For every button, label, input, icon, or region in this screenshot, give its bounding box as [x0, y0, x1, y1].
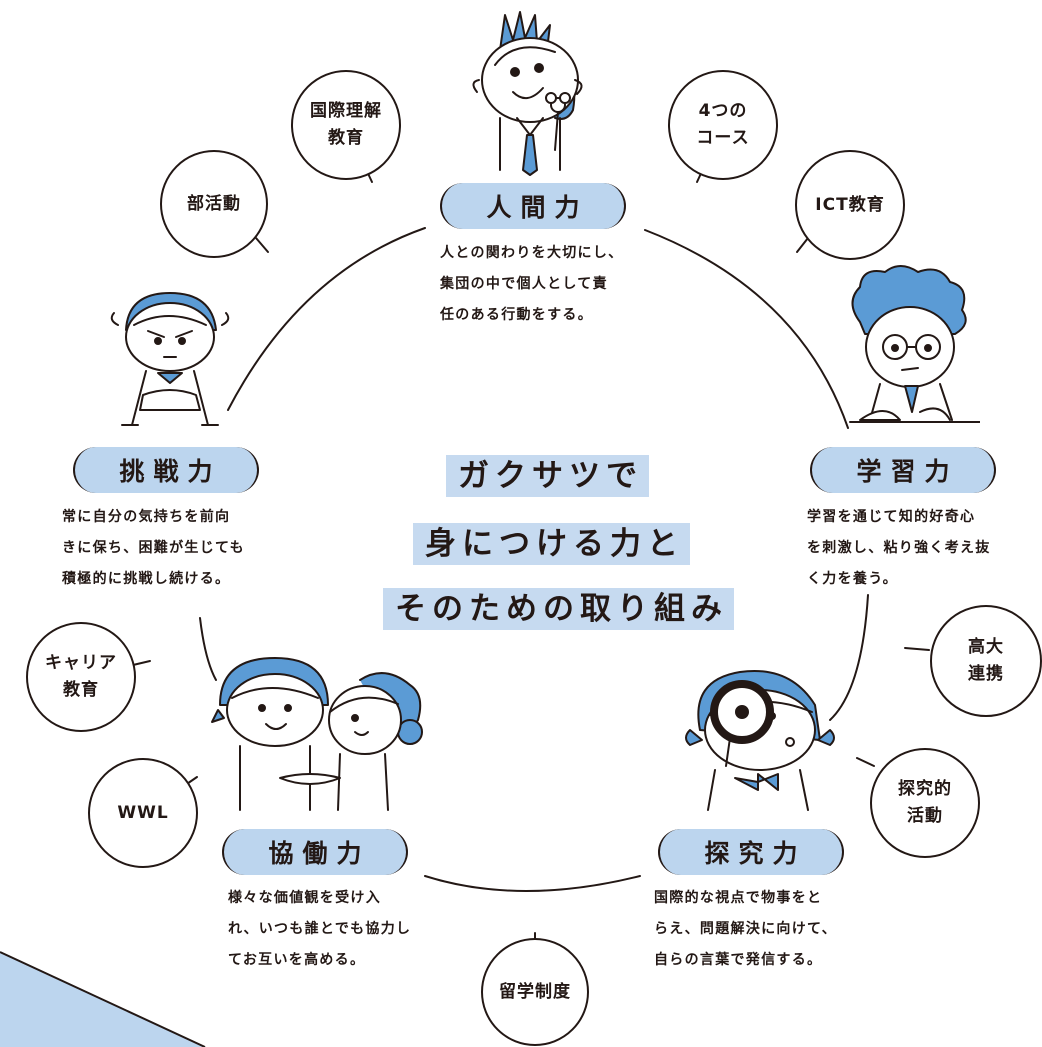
ring-arc-top-right — [644, 229, 849, 429]
competency-badge-ningen: 人間力 — [440, 183, 626, 229]
competency-desc-ningen: 人との関わりを大切にし、 集団の中で個人として責 任のある行動をする。 — [440, 245, 624, 323]
corner-decoration-edge — [0, 951, 206, 1047]
competency-desc-chosen: 常に自分の気持ちを前向 きに保ち、困難が生じても 積極的に挑戦し続ける。 — [62, 509, 245, 587]
initiative-bubble-career: キャリア 教育 — [26, 622, 136, 732]
connector-kodai — [904, 647, 930, 651]
competency-badge-chosen: 挑戦力 — [73, 447, 259, 493]
connector-ict — [796, 237, 809, 253]
connector-career — [132, 660, 151, 666]
competency-label-chosen: 挑戦力 — [119, 457, 222, 486]
boy-flower-illustration — [472, 11, 583, 176]
center-title-line-2: 身につける力と — [413, 523, 690, 565]
competency-desc-gakushu: 学習を通じて知的好奇心 を刺激し、粘り強く考え抜 く力を養う。 — [807, 509, 991, 587]
competency-label-tankyu: 探究力 — [704, 839, 807, 868]
ring-arc-left — [199, 617, 217, 681]
center-title-line-3: そのための取り組み — [383, 588, 734, 630]
ring-arc-right — [829, 594, 869, 721]
ring-arc-bottom — [424, 875, 641, 892]
girl-magnifier-illustration — [685, 670, 835, 811]
competency-label-ningen: 人間力 — [486, 193, 589, 222]
competency-badge-kyodo: 協働力 — [222, 829, 408, 875]
competency-label-gakushu: 学習力 — [856, 457, 959, 486]
initiative-bubble-kodai: 高大 連携 — [930, 605, 1042, 717]
boy-studying-illustration — [849, 265, 980, 423]
girl-crouching-illustration — [110, 292, 230, 426]
initiative-bubble-ict: ICT教育 — [795, 150, 905, 260]
initiative-bubble-tankyu-katsudo: 探究的 活動 — [870, 748, 980, 858]
connector-tankyu-katsudo — [856, 757, 875, 767]
initiative-bubble-course: 4つの コース — [668, 70, 778, 180]
center-title-line-1: ガクサツで — [446, 455, 649, 497]
ring-arc-top-left — [227, 227, 426, 411]
initiative-bubble-wwl: WWL — [88, 758, 198, 868]
connector-bukatsu — [255, 237, 269, 253]
initiative-bubble-ryugaku: 留学制度 — [481, 938, 589, 1046]
competency-desc-kyodo: 様々な価値観を受け入 れ、いつも誰とでも協力し てお互いを高める。 — [228, 890, 412, 968]
competency-badge-gakushu: 学習力 — [810, 447, 996, 493]
girls-handshake-illustration — [211, 657, 423, 811]
competency-desc-tankyu: 国際的な視点で物事をと らえ、問題解決に向けて、 自らの言葉で発信する。 — [654, 890, 837, 968]
initiative-bubble-kokusai: 国際理解 教育 — [291, 70, 401, 180]
competency-label-kyodo: 協働力 — [268, 839, 371, 868]
competency-badge-tankyu: 探究力 — [658, 829, 844, 875]
initiative-bubble-bukatsu: 部活動 — [160, 150, 268, 258]
